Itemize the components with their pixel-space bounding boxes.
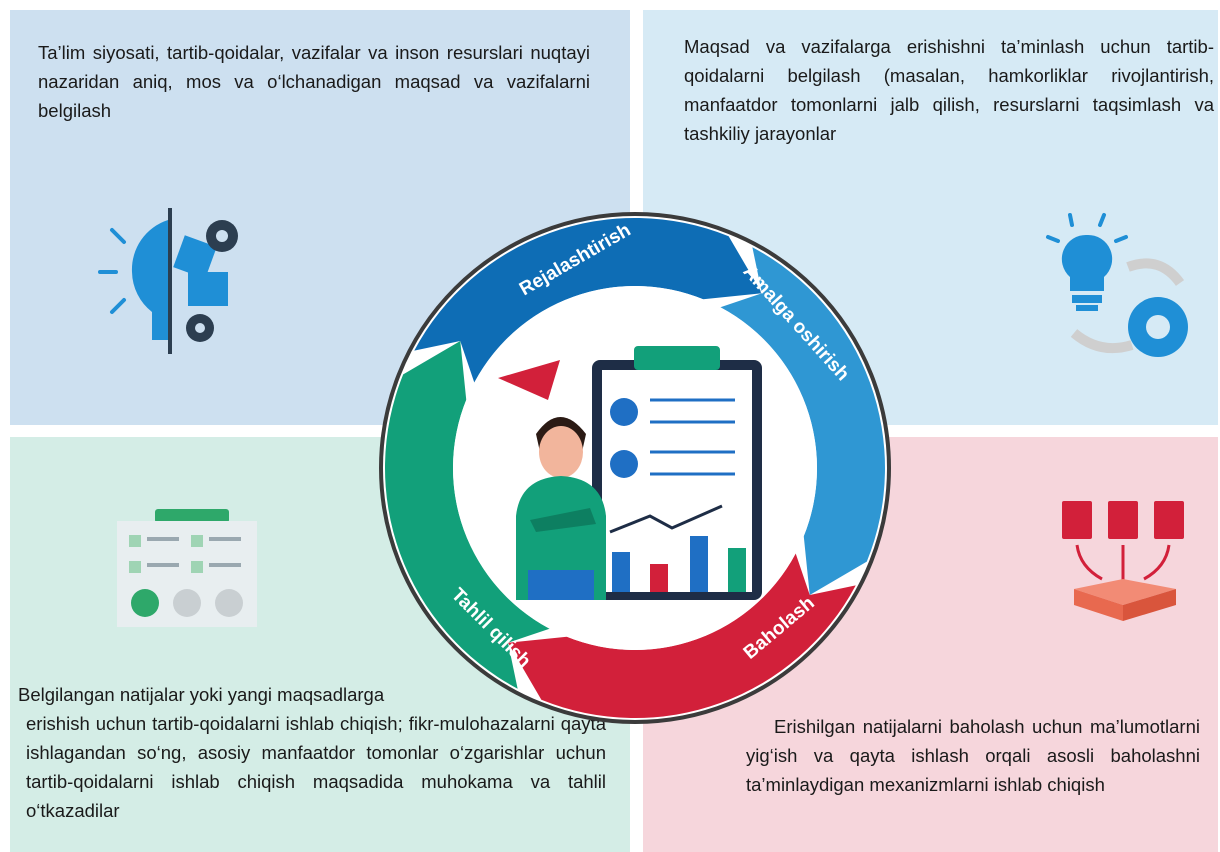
cycle-segment-0 bbox=[414, 217, 762, 383]
cycle-segment-2 bbox=[508, 553, 856, 718]
cycle-segment-1 bbox=[720, 247, 886, 595]
presenter-chart-icon bbox=[498, 346, 762, 600]
evaluation-description: Erishilgan natijalarni baholash uchun ma… bbox=[746, 716, 1200, 795]
cycle-segment-3 bbox=[385, 341, 550, 689]
bulb-gear-cycle-icon bbox=[1046, 213, 1188, 357]
documents-inbox-icon bbox=[1062, 501, 1184, 621]
checklist-feedback-icon bbox=[117, 509, 257, 627]
analysis-description: erishish uchun tartib-qoidalarni ishlab … bbox=[26, 713, 606, 821]
idea-gears-icon bbox=[98, 208, 238, 354]
analysis-description-first-line: Belgilangan natijalar yoki yangi maqsadl… bbox=[18, 684, 385, 705]
planning-description: Ta’lim siyosati, tartib-qoidalar, vazifa… bbox=[38, 42, 590, 121]
implementation-description: Maqsad va vazifalarga erishishni ta’minl… bbox=[684, 36, 1214, 144]
